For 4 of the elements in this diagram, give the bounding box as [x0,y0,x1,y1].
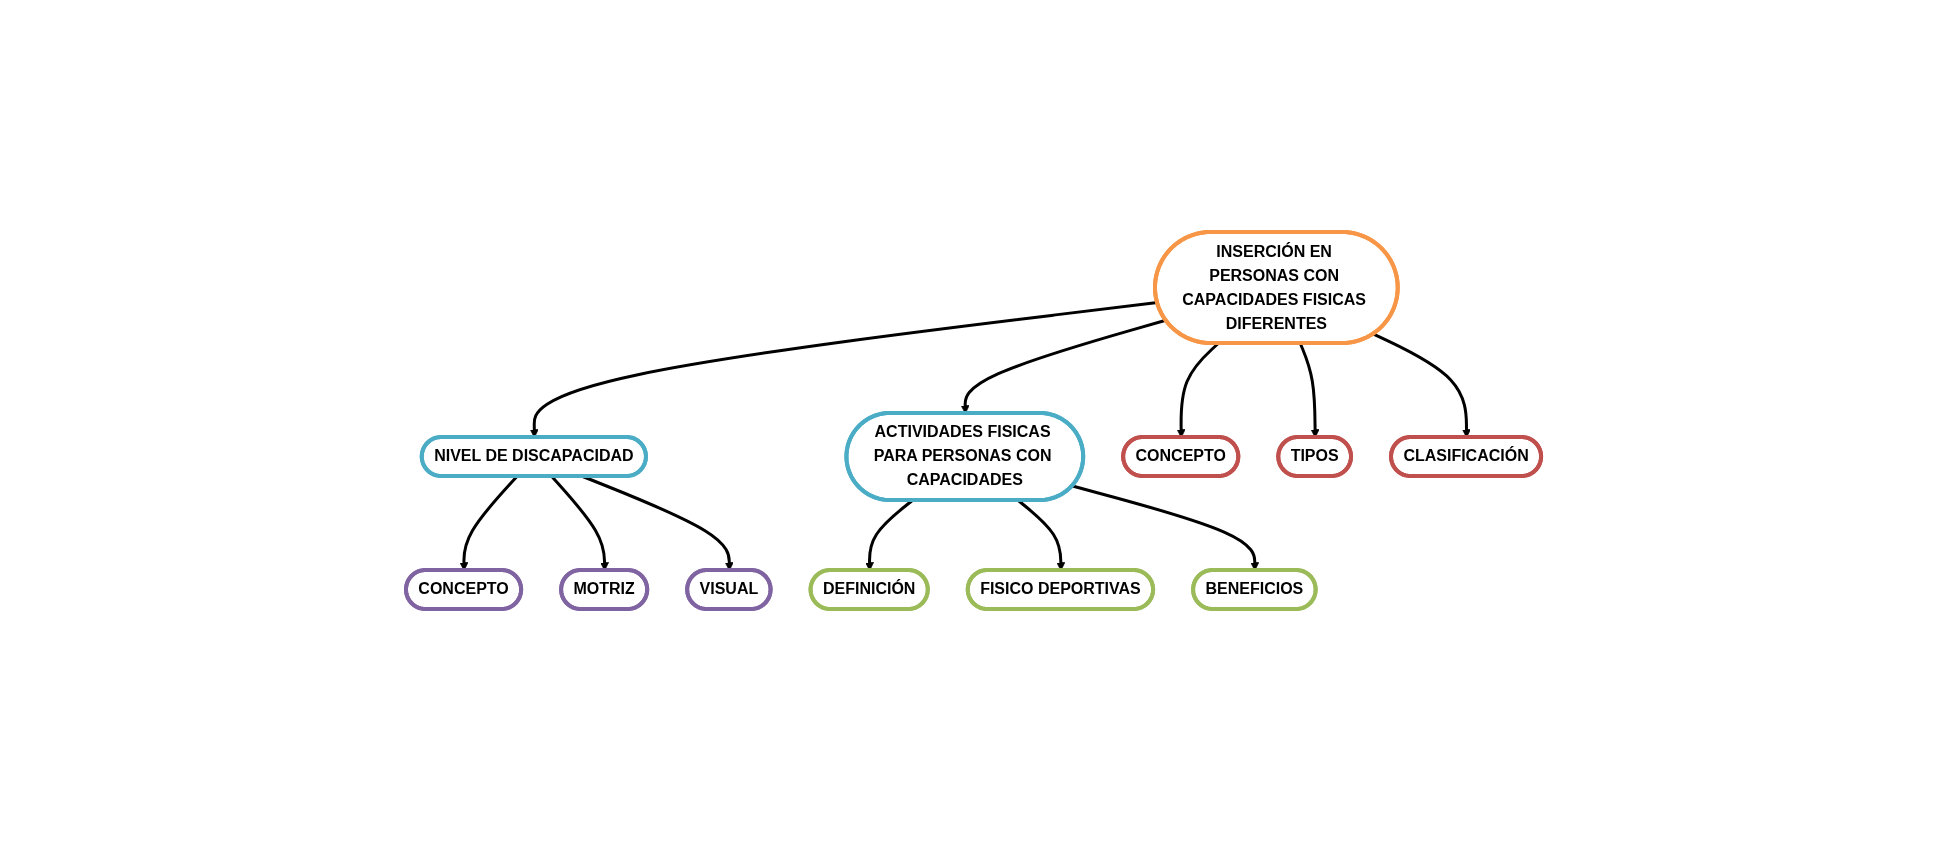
arrow [961,318,1167,414]
arrow [1072,484,1260,571]
arrow [1177,342,1220,438]
arrow [1373,332,1472,438]
